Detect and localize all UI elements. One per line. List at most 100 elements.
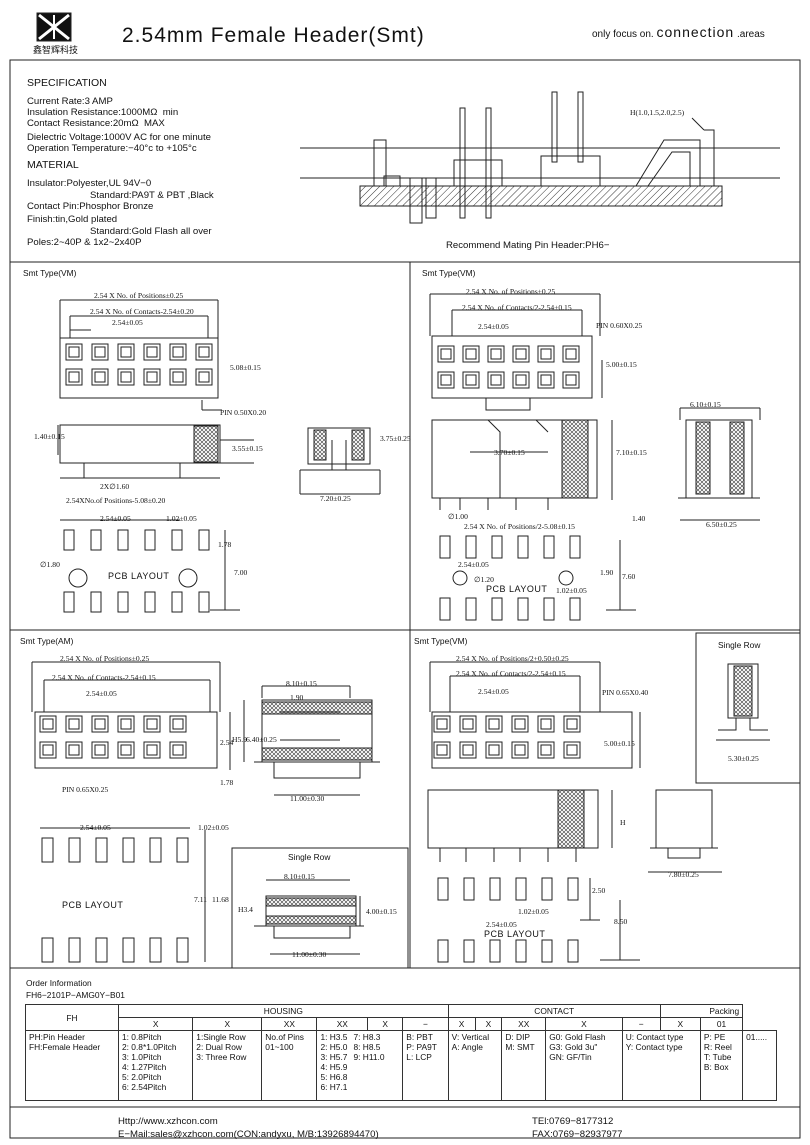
contact-cell xyxy=(563,741,581,759)
dim: 1.78 xyxy=(218,540,232,549)
contact-cell-inner xyxy=(172,346,184,358)
p4-side-view xyxy=(427,789,613,862)
contact-cell-inner xyxy=(120,371,132,383)
pcb-pad xyxy=(41,937,54,963)
contact-cell-inner xyxy=(540,374,552,386)
tagline-big: connection xyxy=(656,24,735,40)
p3-pcb-label: PCB LAYOUT xyxy=(62,900,124,910)
dim: 2.54 X No. of Positions/2+0.50±0.25 xyxy=(456,654,569,663)
contact-cell-inner xyxy=(440,374,452,386)
dim-h-values: H(1.0,1.5,2.0,2.5) xyxy=(630,108,685,117)
dim: 2.54 X No. of Contacts/2-2.54±0.15 xyxy=(456,669,566,678)
pcb-pad xyxy=(465,535,477,559)
pcb-pad xyxy=(515,877,527,901)
material-line: Finish:tin,Gold plated xyxy=(27,214,118,225)
code-x: X xyxy=(474,1017,503,1031)
contact-cell-inner xyxy=(540,718,552,730)
dim: 7.80±0.25 xyxy=(668,870,699,879)
dim: 3.70±0.15 xyxy=(494,448,525,457)
material-title: MATERIAL xyxy=(27,159,79,171)
contact-cell xyxy=(39,715,57,733)
contact-cell xyxy=(91,715,109,733)
dim: 2.54 X No. of Positions±0.25 xyxy=(60,654,150,663)
contact-cell xyxy=(169,741,187,759)
dim: 6.40±0.25 xyxy=(246,735,277,744)
order-code: FH6−2101P−AMG0Y−B01 xyxy=(26,990,125,1000)
contact-cell-inner xyxy=(436,718,448,730)
dim: 1.02±0.05 xyxy=(556,586,587,595)
col-fh: FH xyxy=(25,1004,119,1031)
dim: 6.50±0.25 xyxy=(706,520,737,529)
p4-pcb-layout xyxy=(580,878,640,961)
pcb-pad xyxy=(569,597,581,621)
dim: 2.54±0.05 xyxy=(486,920,517,929)
p3-pcb-layout xyxy=(40,827,206,962)
contact-cell xyxy=(65,368,83,386)
dim: 6.10±0.15 xyxy=(690,400,721,409)
p2-side-view xyxy=(431,419,613,510)
contact-cell-inner xyxy=(514,718,526,730)
material-line: Standard:PA9T & PBT ,Black xyxy=(90,190,214,201)
contact-cell-inner xyxy=(146,718,158,730)
contact-cell-inner xyxy=(120,718,132,730)
pcb-pad xyxy=(149,937,162,963)
dim: 3.55±0.15 xyxy=(232,444,263,453)
spec-title: SPECIFICATION xyxy=(27,77,107,89)
dim: 1.90 xyxy=(290,693,304,702)
contact-cell-inner xyxy=(94,718,106,730)
contact-cell xyxy=(537,715,555,733)
contact-cell xyxy=(562,371,580,389)
p1-side-view xyxy=(57,424,254,479)
dim: 2.54 X No. of Positions±0.25 xyxy=(466,287,556,296)
contact-cell xyxy=(433,715,451,733)
contact-cell xyxy=(169,715,187,733)
dim: 1.40±0.15 xyxy=(34,432,65,441)
pcb-pad xyxy=(176,837,189,863)
dim: 2.54 X No. of Contacts-2.54±0.15 xyxy=(52,673,156,682)
material-line: Contact Pin:Phosphor Bronze xyxy=(27,201,154,212)
contact-cell xyxy=(562,345,580,363)
dim: ∅1.20 xyxy=(474,575,494,584)
dim: 1.02±0.05 xyxy=(166,514,197,523)
contact-cell-inner xyxy=(68,718,80,730)
dim: 2.54±0.05 xyxy=(80,823,111,832)
dim: 1.90 xyxy=(600,568,614,577)
pcb-pad xyxy=(122,937,135,963)
contact-cell xyxy=(459,741,477,759)
contact-cell xyxy=(65,715,83,733)
p3-single-row-view xyxy=(254,879,364,955)
dim: 2.54 X No. of Contacts/2-2.54±0.15 xyxy=(462,303,572,312)
pcb-pad xyxy=(122,837,135,863)
dim: PIN 0.65X0.25 xyxy=(62,785,109,794)
code-01: 01 xyxy=(699,1017,744,1031)
p3-title: Smt Type(AM) xyxy=(20,636,74,646)
contact-cell-inner xyxy=(436,744,448,756)
p3-top-view xyxy=(31,661,231,770)
contact-cell-inner xyxy=(172,744,184,756)
code-dash: − xyxy=(402,1017,449,1031)
mating-cross-section xyxy=(300,91,780,224)
page-title: 2.54mm Female Header(Smt) xyxy=(122,24,425,47)
pcb-pad xyxy=(567,877,579,901)
dim: 2.54±0.05 xyxy=(478,322,509,331)
dim: 4.00±0.15 xyxy=(366,907,397,916)
code-dash: − xyxy=(621,1017,661,1031)
contact-cell xyxy=(65,741,83,759)
pcb-pad xyxy=(41,837,54,863)
contact-cell xyxy=(537,371,555,389)
contact-cell xyxy=(462,345,480,363)
dim: ∅1.80 xyxy=(40,560,60,569)
mating-note: Recommend Mating Pin Header:PH6− xyxy=(446,240,610,251)
contact-cell-inner xyxy=(198,371,210,383)
email-link[interactable]: E−Mail:sales@xzhcon.com(CON:andyxu, M/B:… xyxy=(118,1129,379,1140)
contact-cell xyxy=(487,371,505,389)
dim: 2.54±0.05 xyxy=(478,687,509,696)
p1-title: Smt Type(VM) xyxy=(23,268,77,278)
pcb-pad xyxy=(171,591,183,613)
pcb-pad xyxy=(117,529,129,551)
p4-title: Smt Type(VM) xyxy=(414,636,468,646)
code-xx: XX xyxy=(261,1017,318,1031)
website-link[interactable]: Http://www.xzhcon.com xyxy=(118,1116,218,1127)
